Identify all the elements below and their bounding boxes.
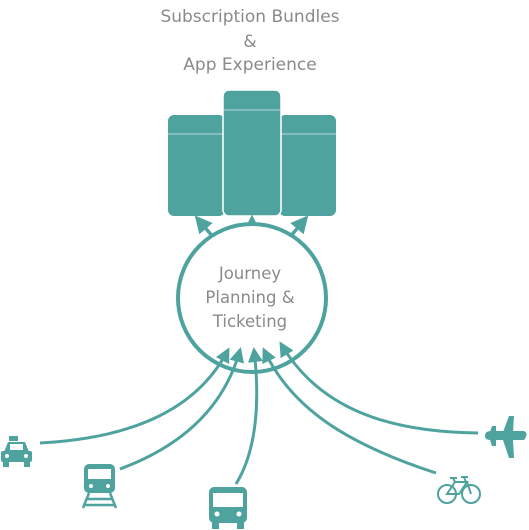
airplane-icon [485,416,527,458]
curve-from-airplane [279,341,479,435]
curve-from-bicycle [262,347,437,475]
hub-label-line-3: Ticketing [212,312,288,331]
curve-from-train [119,347,245,471]
hub-label-line-1: Journey [218,264,282,283]
hub-label-line-2: Planning & [205,288,295,307]
title-line-3: App Experience [183,55,317,75]
curve-from-taxi [39,347,230,445]
curve-from-bus [234,347,263,485]
bundle-left [168,115,225,216]
title-line-1: Subscription Bundles [160,7,340,27]
taxi-icon [1,436,32,467]
bus-icon [209,487,247,529]
title-line-2: & [243,32,257,52]
bicycle-icon [437,476,481,504]
hub-circle [176,222,328,374]
train-icon [81,464,118,509]
bundle-right [279,115,336,216]
bundle-center [222,89,282,217]
